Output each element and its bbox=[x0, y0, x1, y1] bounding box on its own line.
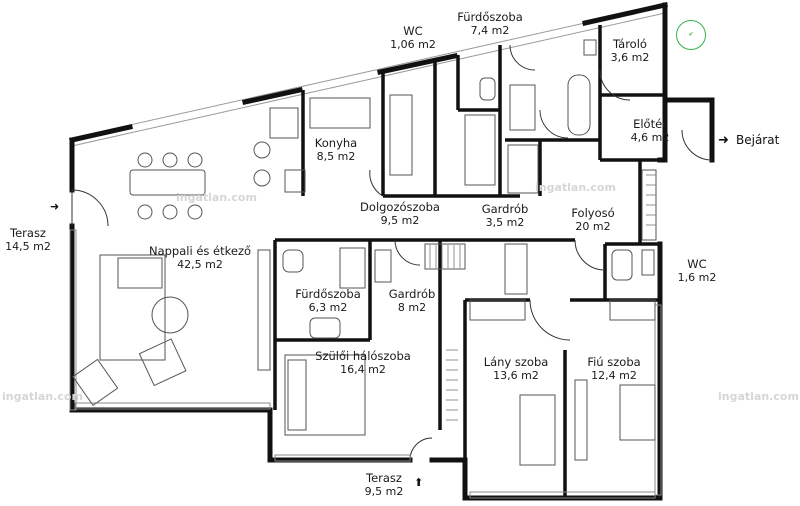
furniture bbox=[72, 39, 657, 466]
watermark-1: ingatlan.com bbox=[176, 191, 257, 204]
watermark-4: ingatlan.com bbox=[718, 390, 799, 403]
entrance-label: Bejárat bbox=[736, 133, 780, 147]
watermark-2: ingatlan.com bbox=[535, 181, 616, 194]
energy-badge-icon: ✔ bbox=[676, 20, 706, 50]
inner-walls bbox=[273, 25, 665, 498]
wardrobe-hatching bbox=[429, 174, 656, 421]
glazing-top bbox=[71, 4, 666, 147]
watermark-3: ingatlan.com bbox=[2, 390, 83, 403]
entrance-arrow-icon: ➜ bbox=[718, 133, 729, 148]
south-entry-arrow-icon: ⬆ bbox=[414, 476, 424, 489]
west-entry-arrow-icon: ➜ bbox=[50, 200, 60, 213]
